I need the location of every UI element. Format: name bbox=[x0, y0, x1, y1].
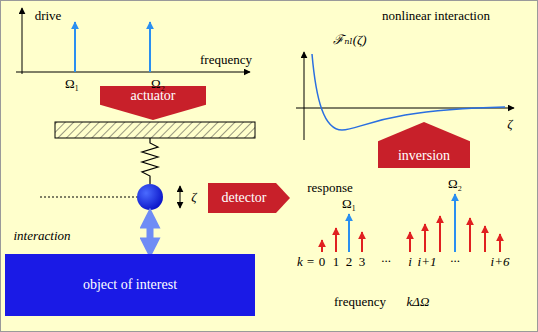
displacement-symbol: ζ bbox=[191, 190, 196, 204]
plot-title: nonlinear interaction bbox=[382, 9, 490, 23]
index-number: 1 bbox=[333, 255, 340, 269]
ellipsis: ... bbox=[450, 251, 460, 265]
interaction-arrow bbox=[147, 216, 154, 250]
rest-line bbox=[40, 197, 148, 198]
support-plate bbox=[55, 122, 255, 138]
axis-label: kΔΩ bbox=[407, 295, 430, 309]
frequency-symbol: Ω₂ bbox=[151, 77, 165, 91]
probe-mass bbox=[137, 184, 163, 210]
force-plot bbox=[296, 52, 514, 140]
node-label: inversion bbox=[398, 148, 450, 164]
node-shape bbox=[378, 122, 470, 168]
plot-title: drive bbox=[35, 9, 62, 23]
response-spectrum bbox=[322, 194, 500, 252]
node-shape bbox=[100, 86, 206, 120]
frequency-symbol: Ω₁ bbox=[65, 77, 79, 91]
object-box: object of interest bbox=[5, 254, 255, 316]
displacement-arrow bbox=[180, 186, 181, 208]
spring bbox=[142, 138, 158, 184]
node-label: detector bbox=[221, 190, 266, 206]
node-shape bbox=[208, 183, 290, 213]
node-shape bbox=[5, 254, 255, 316]
index-label: i bbox=[408, 255, 412, 269]
index-number: 3 bbox=[359, 255, 366, 269]
index-label: i+1 bbox=[418, 255, 437, 269]
ellipsis: ... bbox=[381, 251, 391, 265]
inversion-arrow: inversion bbox=[378, 122, 470, 168]
interaction-label: interaction bbox=[13, 229, 70, 243]
index-number: 2 bbox=[346, 255, 353, 269]
actuator-arrow: actuator bbox=[100, 86, 206, 120]
node-label: object of interest bbox=[83, 277, 177, 293]
index-number: 0 bbox=[319, 255, 326, 269]
frequency-symbol: Ω₁ bbox=[342, 197, 356, 211]
axis-label: ζ bbox=[507, 117, 512, 131]
axis-label: frequency bbox=[200, 53, 252, 67]
axis-label: frequency bbox=[334, 295, 386, 309]
index-label: i+6 bbox=[491, 255, 510, 269]
plot-title: response bbox=[307, 181, 353, 195]
frequency-symbol: Ω₂ bbox=[448, 177, 462, 191]
detector-arrow: detector bbox=[208, 183, 290, 213]
function-label: ℱₙₗ(ζ) bbox=[333, 33, 366, 47]
index-label: k = bbox=[297, 255, 315, 269]
